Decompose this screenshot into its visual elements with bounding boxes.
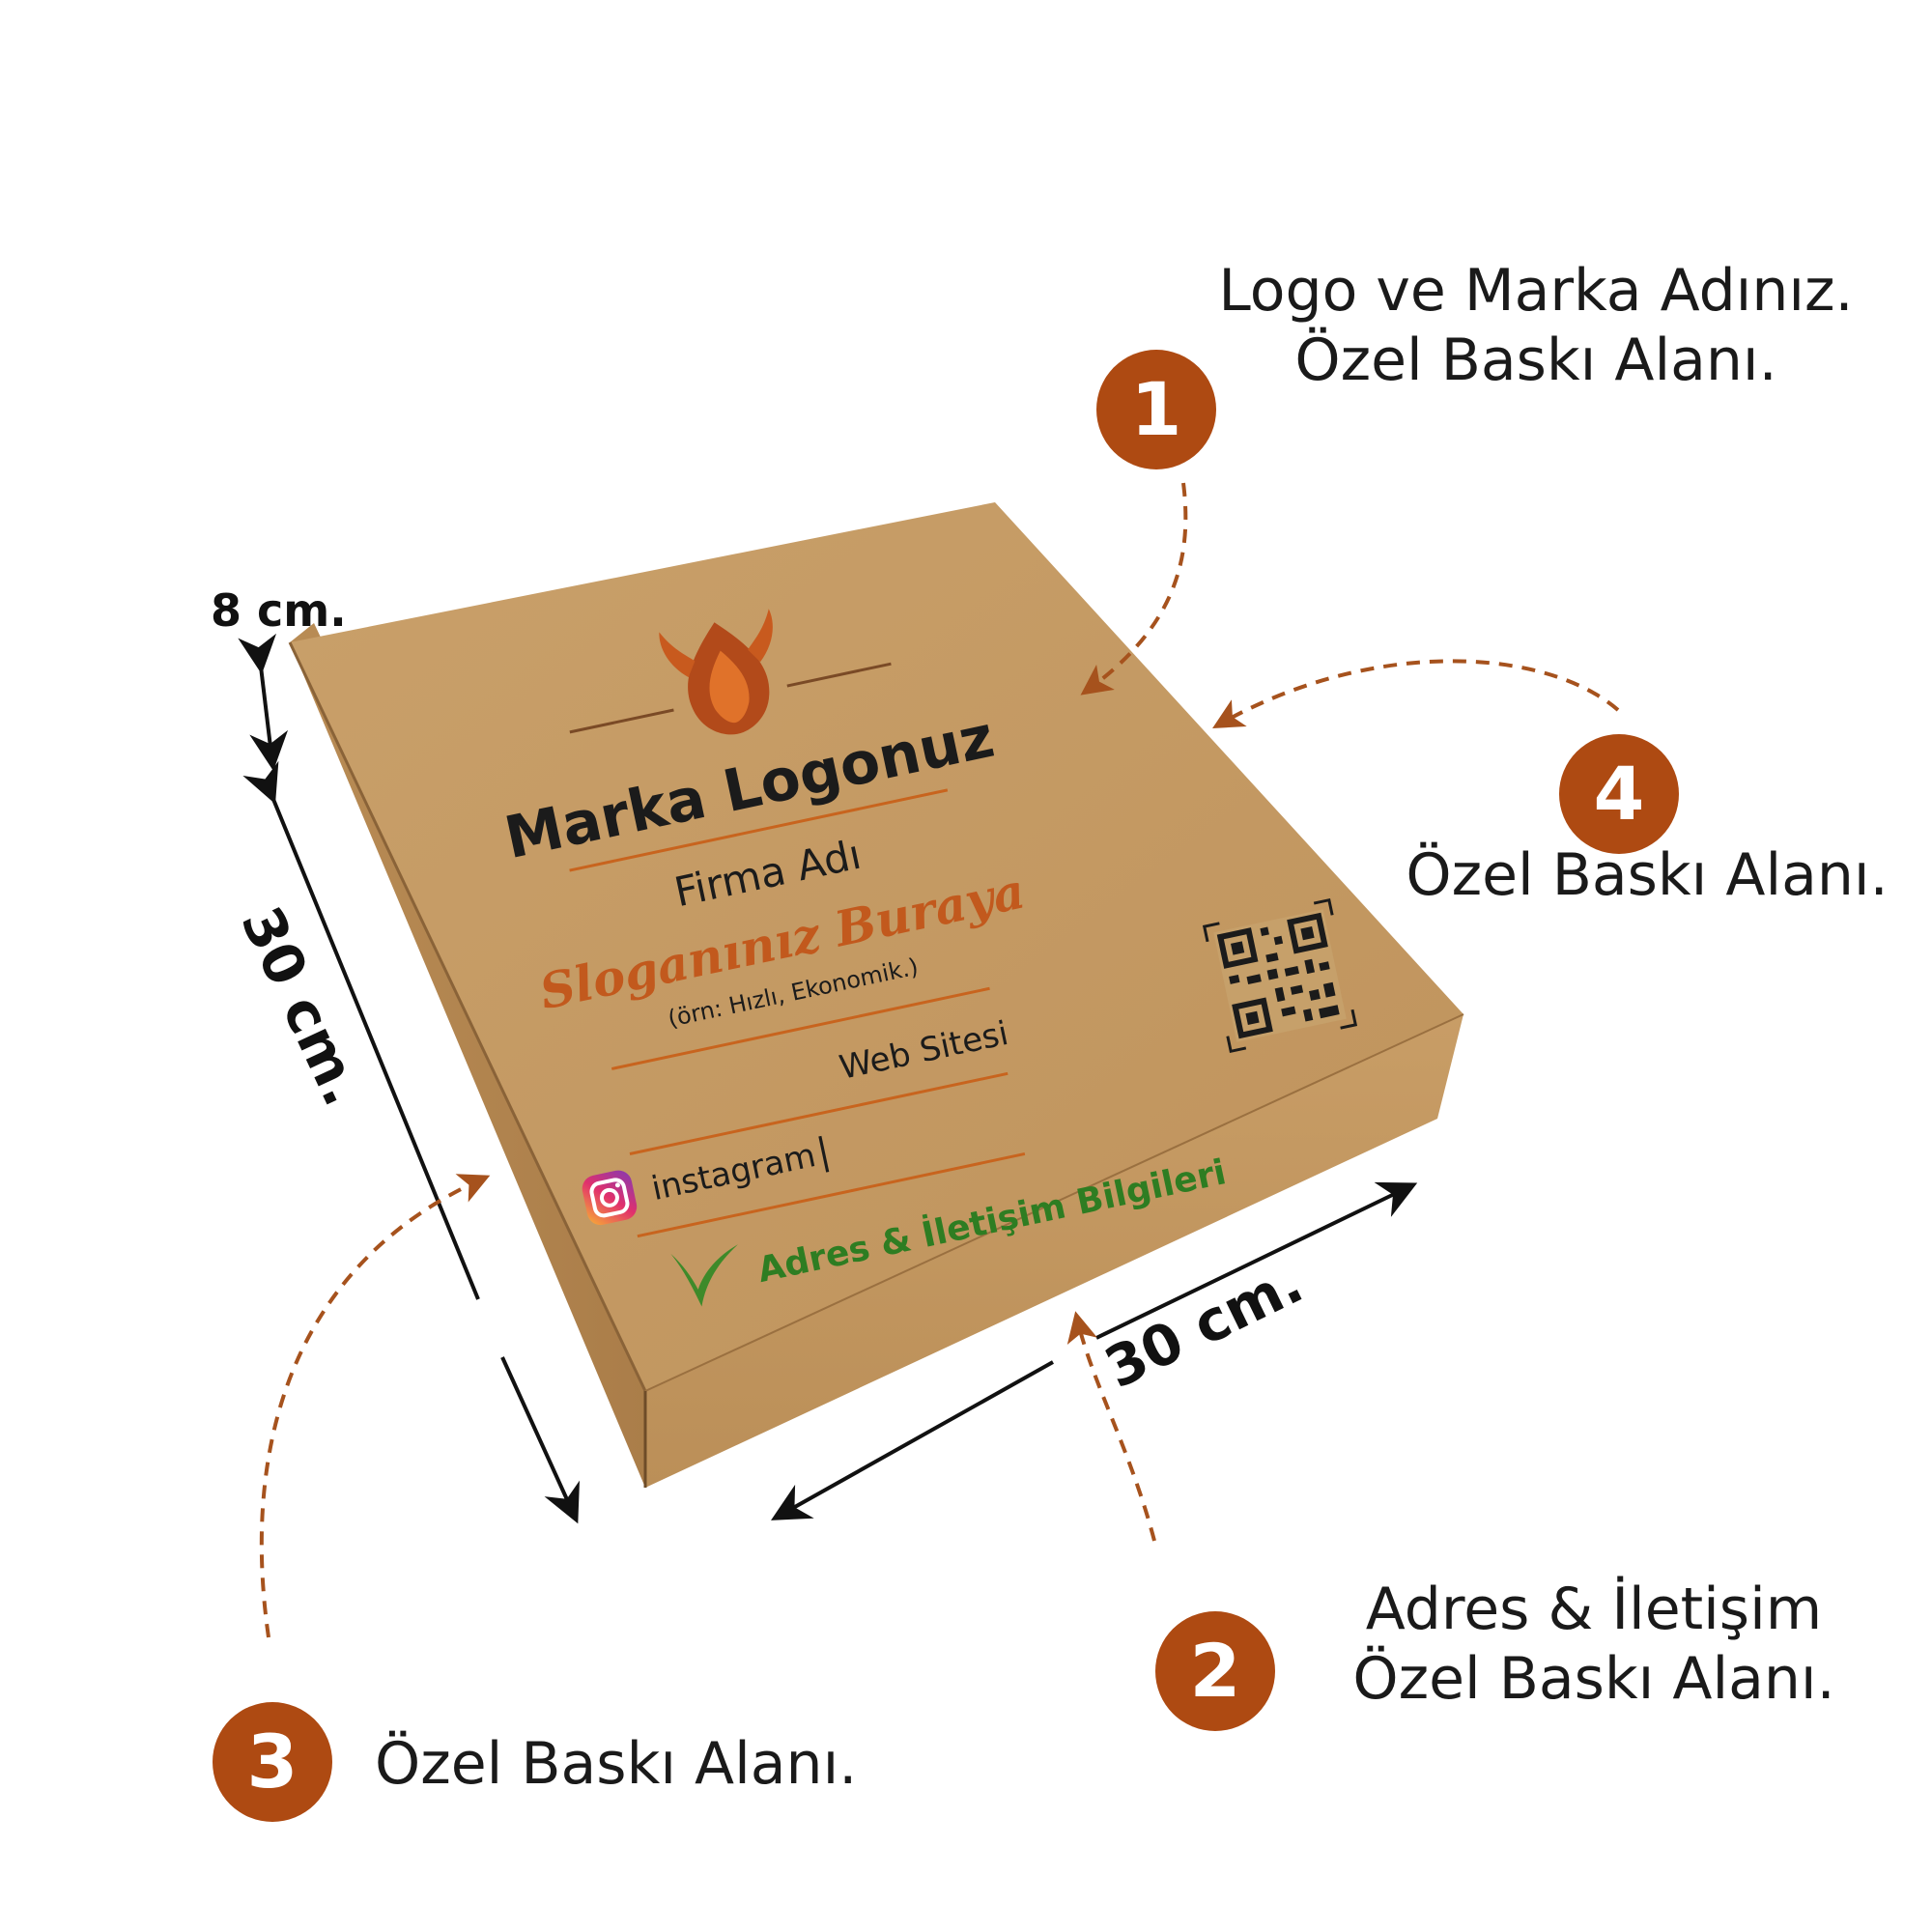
callout-3-text: Özel Baskı Alanı.	[375, 1729, 974, 1799]
box-top-face	[290, 502, 1463, 1391]
callout-1-line-2: Özel Baskı Alanı.	[1294, 327, 1777, 394]
decor-line	[629, 1071, 1009, 1155]
callout-badge-3: 3	[213, 1702, 332, 1822]
depth-dimension-arrow	[242, 760, 480, 1300]
callout-3-line-1: Özel Baskı Alanı.	[375, 1730, 858, 1798]
depth-dimension-arrow	[500, 1356, 580, 1524]
decor-line	[611, 986, 990, 1070]
decor-line	[569, 708, 674, 734]
box-edge	[644, 1013, 1464, 1392]
box-front-face	[645, 1014, 1463, 1488]
callout-3-arrow	[259, 1174, 491, 1638]
callout-1-text: Logo ve Marka Adınız. Özel Baskı Alanı.	[1169, 256, 1903, 395]
callout-badge-2: 2	[1155, 1611, 1275, 1731]
decor-line	[637, 1151, 1026, 1238]
callout-2-text: Adres & İletişim Özel Baskı Alanı.	[1314, 1575, 1874, 1714]
width-label: 30 cm.	[1094, 1250, 1313, 1402]
callout-badge-1: 1	[1096, 350, 1216, 469]
callout-2-arrow	[1066, 1311, 1156, 1542]
decor-line	[569, 788, 949, 872]
callout-4-text: Özel Baskı Alanı.	[1372, 840, 1922, 910]
callout-4-line-1: Özel Baskı Alanı.	[1406, 841, 1889, 909]
callout-4-arrow	[1212, 659, 1620, 728]
qr-code-icon	[1202, 897, 1358, 1054]
width-dimension-arrow	[1095, 1181, 1418, 1340]
height-label: 8 cm.	[211, 584, 347, 637]
height-dimension-arrow	[238, 633, 289, 771]
callout-1-arrow	[1080, 482, 1188, 696]
callout-badge-4: 4	[1559, 734, 1679, 854]
instagram-icon	[582, 1170, 638, 1226]
callout-1-line-1: Logo ve Marka Adınız.	[1218, 257, 1854, 325]
callout-2-line-1: Adres & İletişim	[1365, 1576, 1823, 1643]
box-edge	[288, 641, 647, 1392]
width-dimension-arrow	[771, 1360, 1054, 1520]
callout-2-line-2: Özel Baskı Alanı.	[1352, 1645, 1835, 1713]
decor-line	[786, 662, 892, 688]
flame-logo-icon	[659, 609, 773, 735]
leaf-icon	[670, 1244, 738, 1307]
depth-label: 30 cm.	[228, 896, 377, 1115]
